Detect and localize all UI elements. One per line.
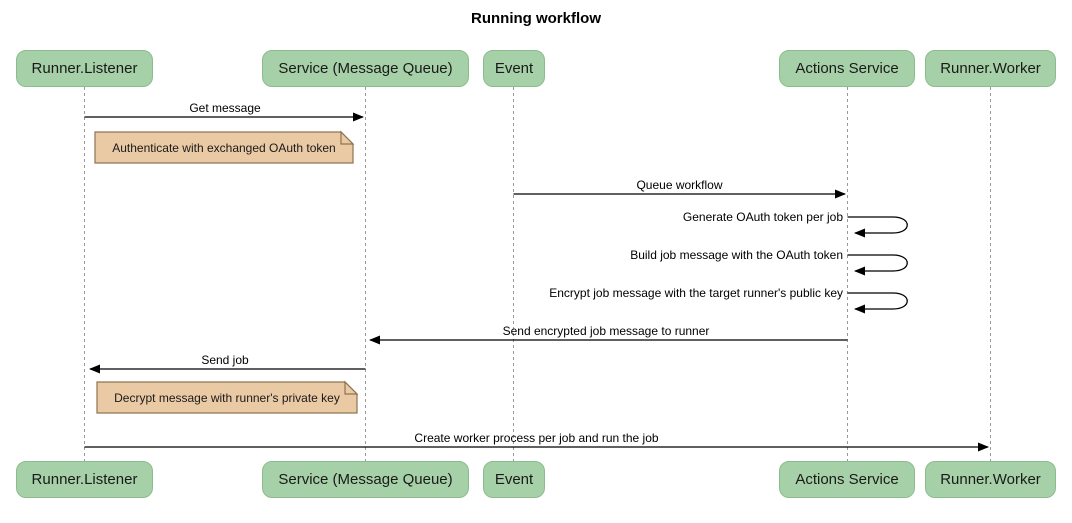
- message-label-get-message: Get message: [189, 101, 261, 115]
- participant-label: Actions Service: [795, 60, 899, 77]
- participant-event-bottom: Event: [483, 461, 545, 498]
- participant-actions-service-bottom: Actions Service: [779, 461, 915, 498]
- note-authenticate-shape: [94, 130, 355, 164]
- participant-label: Event: [494, 471, 534, 488]
- note-decrypt-shape: [96, 380, 359, 414]
- participant-label: Service (Message Queue): [278, 60, 453, 77]
- self-loop-build-message: [847, 254, 908, 276]
- self-loop-generate-token: [847, 216, 908, 238]
- participant-runner-listener-top: Runner.Listener: [16, 50, 153, 87]
- participant-label: Runner.Worker: [940, 471, 1041, 488]
- message-label-send-encrypted-job: Send encrypted job message to runner: [502, 324, 710, 338]
- participant-runner-worker-bottom: Runner.Worker: [925, 461, 1056, 498]
- participant-label: Event: [494, 60, 534, 77]
- participant-label: Runner.Listener: [31, 471, 138, 488]
- participant-actions-service-top: Actions Service: [779, 50, 915, 87]
- note-decrypt: Decrypt message with runner's private ke…: [114, 390, 340, 405]
- message-label-generate-token: Generate OAuth token per job: [682, 210, 843, 224]
- message-label-build-message: Build job message with the OAuth token: [630, 248, 843, 262]
- participant-service-bottom: Service (Message Queue): [262, 461, 469, 498]
- participant-label: Runner.Listener: [31, 60, 138, 77]
- participant-runner-worker-top: Runner.Worker: [925, 50, 1056, 87]
- participant-label: Runner.Worker: [940, 60, 1041, 77]
- participant-event-top: Event: [483, 50, 545, 87]
- self-loop-encrypt-message: [847, 292, 908, 314]
- participant-runner-listener-bottom: Runner.Listener: [16, 461, 153, 498]
- note-authenticate: Authenticate with exchanged OAuth token: [112, 140, 336, 155]
- participant-label: Service (Message Queue): [278, 471, 453, 488]
- message-label-create-worker: Create worker process per job and run th…: [414, 431, 659, 445]
- diagram-title: Running workflow: [471, 10, 601, 27]
- message-label-queue-workflow: Queue workflow: [636, 178, 723, 192]
- message-label-encrypt-message: Encrypt job message with the target runn…: [549, 286, 843, 300]
- message-label-send-job: Send job: [201, 353, 249, 367]
- participant-service-top: Service (Message Queue): [262, 50, 469, 87]
- participant-label: Actions Service: [795, 471, 899, 488]
